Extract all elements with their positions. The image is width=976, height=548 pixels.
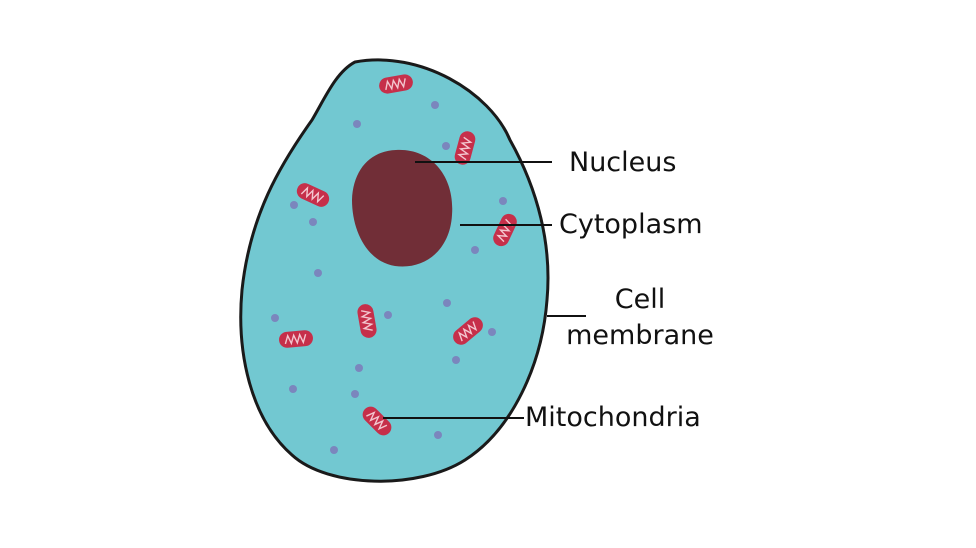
cell-membrane-label-line2: membrane — [566, 320, 714, 351]
granule — [271, 314, 279, 322]
cytoplasm-label: Cytoplasm — [559, 209, 703, 240]
granule — [431, 101, 439, 109]
mitochondrion — [357, 304, 377, 338]
granule — [330, 446, 338, 454]
granule — [443, 299, 451, 307]
granule — [309, 218, 317, 226]
mitochondrion — [296, 183, 330, 207]
mitochondria-group — [279, 74, 517, 436]
granule — [355, 364, 363, 372]
granule — [452, 356, 460, 364]
mitochondrion — [362, 406, 392, 436]
granule — [289, 385, 297, 393]
mitochondrion — [279, 330, 313, 348]
granule — [488, 328, 496, 336]
cell-membrane-outline — [239, 58, 550, 483]
granule — [434, 431, 442, 439]
mitochondrion — [453, 317, 483, 345]
granules-group — [271, 101, 507, 454]
nucleus-label: Nucleus — [569, 147, 677, 178]
granule — [290, 201, 298, 209]
mitochondrion — [379, 74, 413, 94]
granule — [471, 246, 479, 254]
cell-membrane-label-line1: Cell — [614, 284, 666, 315]
granule — [351, 390, 359, 398]
granule — [353, 120, 361, 128]
mitochondria-label: Mitochondria — [525, 402, 701, 433]
granule — [442, 142, 450, 150]
nucleus — [352, 149, 453, 267]
granule — [314, 269, 322, 277]
granule — [384, 311, 392, 319]
mitochondrion — [454, 131, 476, 165]
granule — [499, 197, 507, 205]
